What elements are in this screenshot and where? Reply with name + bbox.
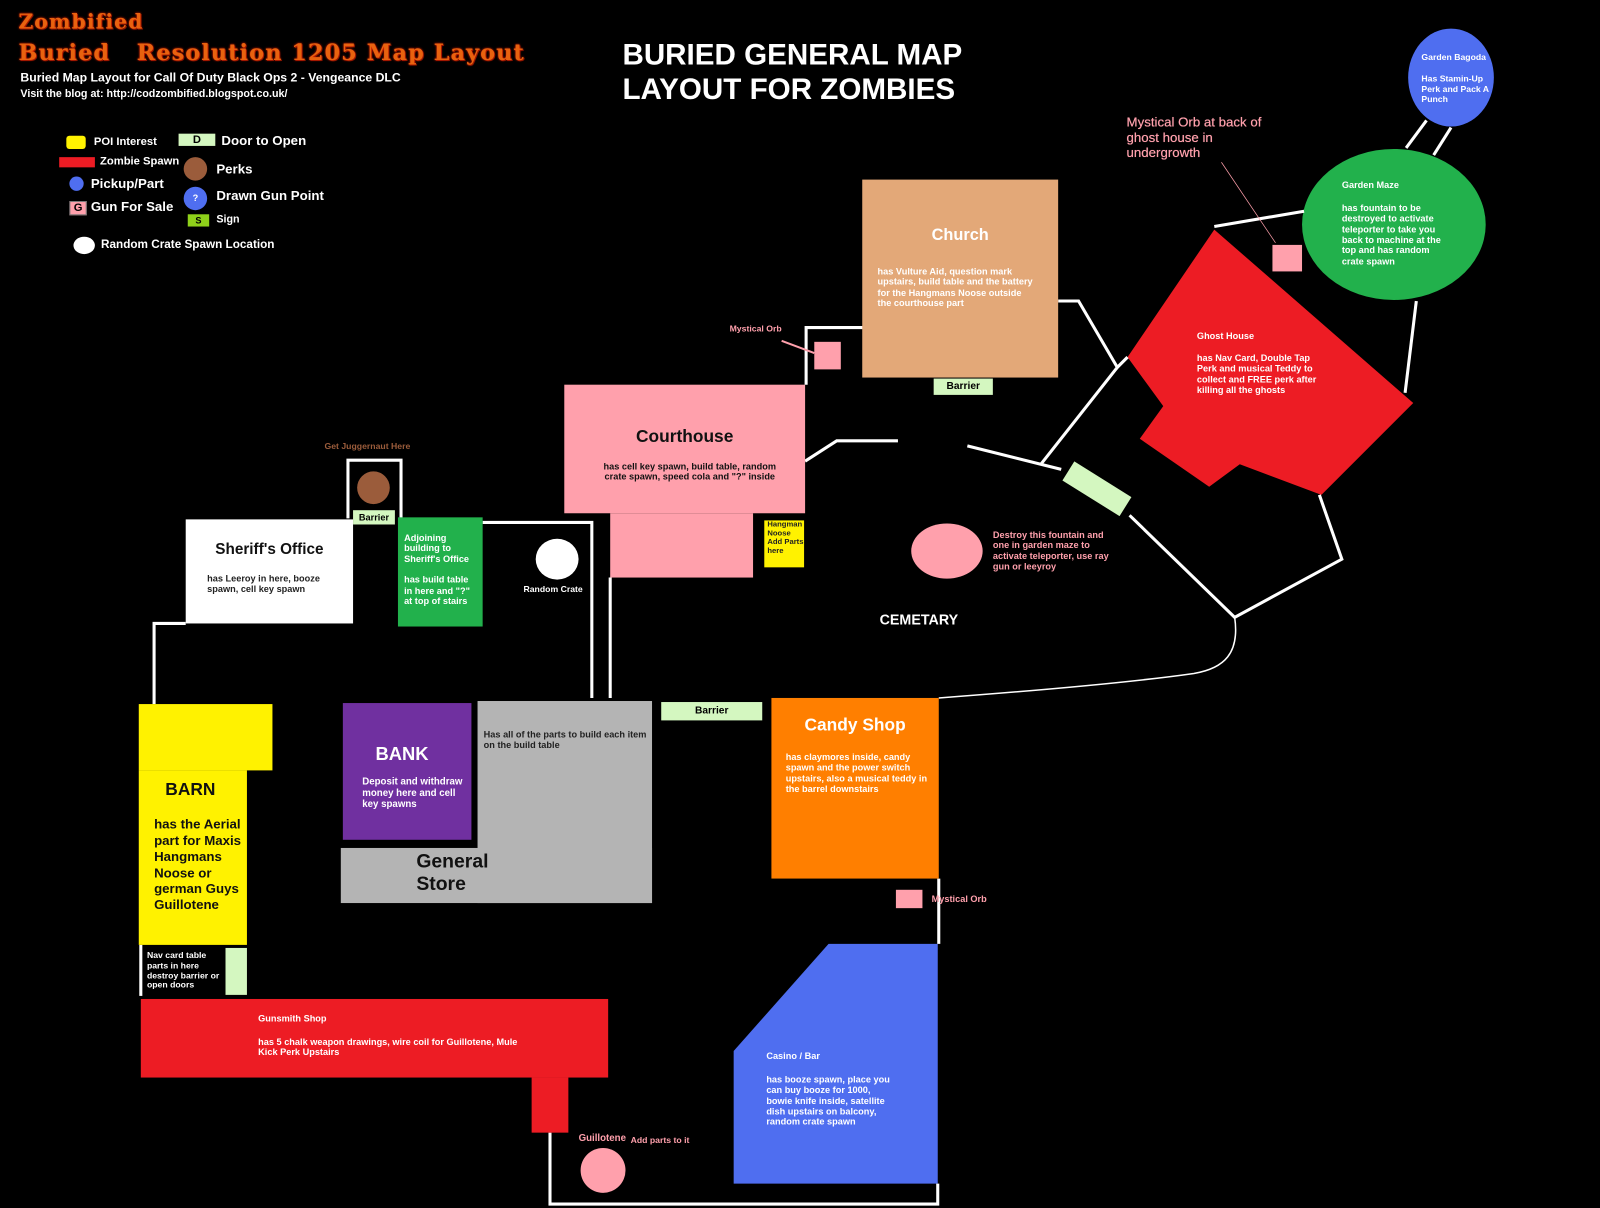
door-icon: D xyxy=(178,133,216,146)
gunsmith-shop: Gunsmith Shop has 5 chalk weapon drawing… xyxy=(140,998,609,1078)
barn: BARN has the Aerial part for Maxis Hangm… xyxy=(138,770,247,945)
poi-swatch xyxy=(66,135,86,149)
mystical-orb-label-1: Mystical Orb xyxy=(729,323,782,334)
casino-desc: has booze spawn, place you can buy booze… xyxy=(766,1074,890,1127)
gun-sale-icon: G xyxy=(69,201,87,216)
cemetary-label: CEMETARY xyxy=(879,611,959,628)
bank: BANK Deposit and withdraw money here and… xyxy=(342,703,472,840)
casino-name: Casino / Bar xyxy=(766,1051,820,1062)
garden-bagoda-name: Garden Bagoda xyxy=(1421,52,1487,63)
juggernaut-label: Get Juggernaut Here xyxy=(324,440,411,452)
mystical-orb-church xyxy=(814,341,841,370)
adjoining-building: Adjoining building to Sheriff's Office h… xyxy=(397,517,483,627)
legend-spawn: Zombie Spawn xyxy=(99,155,180,168)
walls xyxy=(139,119,1453,1206)
garden-bagoda-shape xyxy=(1408,28,1494,127)
navcard-door[interactable] xyxy=(225,947,247,995)
legend-poi: POI Interest xyxy=(93,135,157,148)
church-name: Church xyxy=(931,226,989,244)
courthouse-desc: has cell key spawn, build table, random … xyxy=(603,461,777,482)
guillotene-label: Guillotene xyxy=(578,1132,626,1144)
garden-bagoda-desc: Has Stamin-Up Perk and Pack A Punch xyxy=(1421,73,1489,104)
ghost-house-name: Ghost House xyxy=(1196,330,1255,341)
bank-name: BANK xyxy=(375,743,429,765)
drawn-gun-icon: ? xyxy=(183,186,208,211)
map-title-2: LAYOUT FOR ZOMBIES xyxy=(622,73,956,107)
pickup-icon xyxy=(69,176,84,191)
mystical-orb-candy xyxy=(895,889,923,909)
garden-maze-shape xyxy=(1302,148,1486,300)
gunsmith-name: Gunsmith Shop xyxy=(258,1013,327,1024)
subtitle: Buried Map Layout for Call Of Duty Black… xyxy=(20,70,401,85)
guillotene-icon xyxy=(580,1147,626,1193)
logo-line1: Zombified xyxy=(18,9,144,34)
navcard-desc: Nav card table parts in here destroy bar… xyxy=(146,949,220,991)
candy-barrier[interactable]: Barrier xyxy=(661,702,763,721)
ghost-house-desc: has Nav Card, Double Tap Perk and musica… xyxy=(1196,353,1317,395)
perk-icon xyxy=(183,157,208,181)
blog-link[interactable]: Visit the blog at: http://codzombified.b… xyxy=(20,87,288,100)
church: Church has Vulture Aid, question mark up… xyxy=(862,179,1059,378)
bank-desc: Deposit and withdraw money here and cell… xyxy=(362,776,463,811)
map-title-1: BURIED GENERAL MAP xyxy=(622,38,963,72)
orb-ghost-note: Mystical Orb at back of ghost house in u… xyxy=(1126,114,1262,161)
mystical-orb-ghost xyxy=(1272,244,1303,272)
random-crate-label: Random Crate xyxy=(523,583,583,594)
sign-icon: S xyxy=(187,214,210,227)
candy-desc: has claymores inside, candy spawn and th… xyxy=(785,752,928,794)
garden-maze-name: Garden Maze xyxy=(1341,179,1400,190)
barn-name: BARN xyxy=(165,779,216,799)
ghost-house-shape xyxy=(1127,229,1414,495)
courthouse: Courthouse has cell key spawn, build tab… xyxy=(564,384,806,514)
candy-name: Candy Shop xyxy=(804,715,906,735)
crate-icon xyxy=(73,236,95,255)
candy-shop: Candy Shop has claymores inside, candy s… xyxy=(771,697,939,879)
guillotene-add-label: Add parts to it xyxy=(630,1134,690,1145)
general-store-desc: Has all of the parts to build each item … xyxy=(483,729,647,751)
juggernaut-perk-icon xyxy=(357,471,390,505)
barn-top xyxy=(138,704,273,771)
general-store-name: General Store xyxy=(416,851,489,895)
barn-desc: has the Aerial part for Maxis Hangmans N… xyxy=(154,816,242,913)
hangman-noose-sign: Hangman Noose Add Parts here xyxy=(764,520,805,568)
gunsmith-desc: has 5 chalk weapon drawings, wire coil f… xyxy=(258,1036,518,1058)
random-crate-icon xyxy=(535,538,579,580)
legend-perks: Perks xyxy=(216,161,253,177)
juggernaut-barrier[interactable]: Barrier xyxy=(353,510,395,525)
church-desc: has Vulture Aid, question mark upstairs,… xyxy=(877,266,1033,309)
sheriff-name: Sheriff's Office xyxy=(215,540,324,559)
legend-door: Door to Open xyxy=(221,132,307,148)
garden-maze-desc: has fountain to be destroyed to activate… xyxy=(1341,203,1441,267)
gunsmith-annex xyxy=(531,1077,569,1133)
legend-crate: Random Crate Spawn Location xyxy=(101,238,275,252)
spawn-swatch xyxy=(59,157,95,168)
legend-drawn-gun: Drawn Gun Point xyxy=(216,187,324,204)
sheriffs-office: Sheriff's Office has Leeroy in here, boo… xyxy=(185,519,354,624)
church-barrier[interactable]: Barrier xyxy=(933,378,993,395)
courthouse-annex xyxy=(610,513,754,578)
casino-shape xyxy=(733,943,938,1184)
adjoining-desc: Adjoining building to Sheriff's Office h… xyxy=(404,532,470,607)
general-store: General Store xyxy=(340,847,653,904)
legend-pickup: Pickup/Part xyxy=(90,175,164,191)
courthouse-name: Courthouse xyxy=(636,426,734,446)
fountain xyxy=(911,523,983,579)
legend-sign: Sign xyxy=(216,213,240,226)
fountain-note: Destroy this fountain and one in garden … xyxy=(992,529,1109,572)
sheriff-desc: has Leeroy in here, booze spawn, cell ke… xyxy=(207,573,320,595)
door-diagonal xyxy=(1062,461,1132,517)
logo-line2: Buried Resolution 1205 Map Layout xyxy=(18,39,525,67)
legend-gun-sale: Gun For Sale xyxy=(90,198,174,215)
mystical-orb-label-2: Mystical Orb xyxy=(931,893,987,905)
